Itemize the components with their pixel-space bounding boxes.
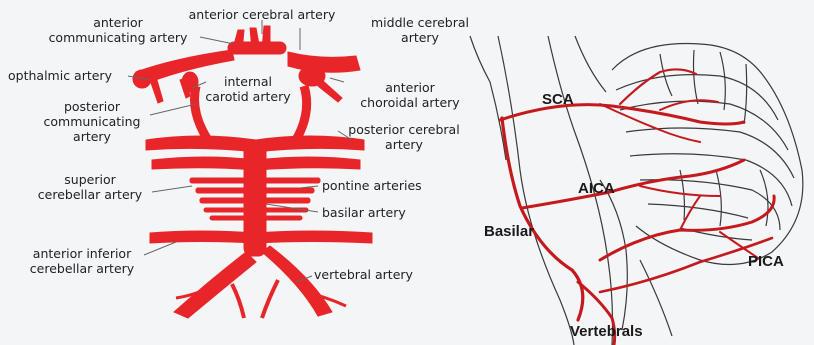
anterior-communicating-artery-shape	[228, 42, 286, 54]
label-anterior-choroidal-artery-2: choroidal artery	[360, 95, 460, 110]
label-pontine-arteries: pontine arteries	[322, 178, 422, 193]
label-posterior-communicating-artery-3: artery	[73, 129, 112, 144]
opthalmic-artery-shape	[150, 80, 163, 103]
label-posterior-communicating-artery-1: posterior	[64, 99, 121, 114]
label-anterior-choroidal-artery-1: anterior	[385, 80, 435, 95]
label-posterior-cerebral-artery-1: posterior cerebral	[348, 122, 459, 137]
label-internal-carotid-artery-2: carotid artery	[205, 89, 291, 104]
anterior-inferior-cerebellar-artery-shape	[150, 231, 372, 243]
label-anterior-inferior-cerebellar-artery-2: cerebellar artery	[30, 261, 135, 276]
label-vertebrals: Vertebrals	[570, 323, 643, 340]
label-anterior-communicating-artery-1: anterior	[93, 15, 143, 30]
label-opthalmic-artery: opthalmic artery	[8, 68, 113, 83]
label-superior-cerebellar-artery-2: cerebellar artery	[38, 187, 143, 202]
right-aica-artery	[522, 160, 744, 208]
label-anterior-communicating-artery-2: communicating artery	[49, 30, 188, 45]
right-arteries	[500, 69, 774, 345]
label-vertebral-artery: vertebral artery	[314, 267, 414, 282]
vertebral-artery-shape	[174, 252, 256, 318]
label-posterior-cerebral-artery-2: artery	[385, 137, 424, 152]
label-basilar-artery: basilar artery	[322, 205, 406, 220]
label-superior-cerebellar-artery-1: superior	[64, 172, 116, 187]
label-posterior-communicating-artery-2: communicating	[44, 114, 141, 129]
anterior-choroidal-artery-shape	[318, 80, 342, 102]
label-internal-carotid-artery-1: internal	[224, 74, 272, 89]
label-anterior-inferior-cerebellar-artery-1: anterior inferior	[33, 246, 132, 261]
right-basilar-artery	[502, 118, 583, 320]
cerebellum-sketch	[470, 36, 803, 345]
label-aica: AICA	[578, 180, 615, 197]
label-basilar: Basilar	[484, 223, 534, 240]
label-middle-cerebral-artery-2: artery	[401, 30, 440, 45]
label-anterior-cerebral-artery: anterior cerebral artery	[189, 7, 336, 22]
label-middle-cerebral-artery-1: middle cerebral	[371, 15, 469, 30]
label-pica: PICA	[748, 253, 784, 270]
brainstem-outline	[498, 36, 574, 345]
label-sca: SCA	[542, 91, 574, 108]
